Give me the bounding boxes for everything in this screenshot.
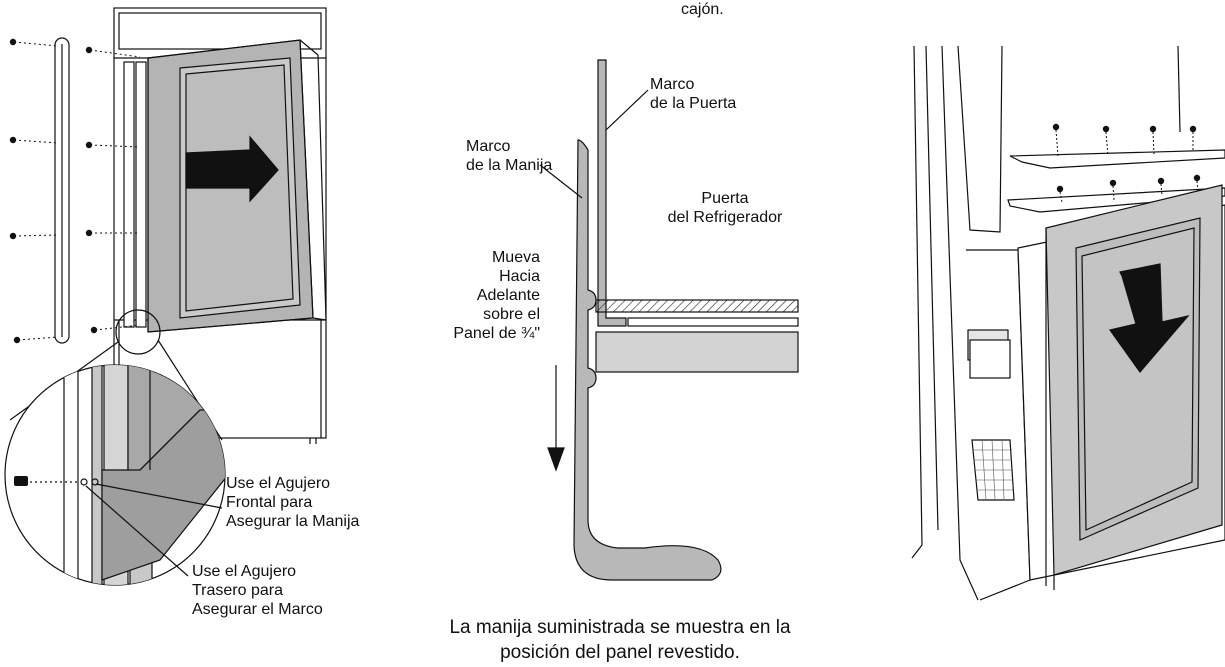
lower-panel-section [595, 331, 799, 373]
handle-bar [54, 37, 70, 344]
drawer-front [1017, 184, 1225, 590]
handle-frame-section [573, 139, 722, 581]
use-rear-hole-label: Use el Agujero Trasero para Asegurar el … [192, 563, 323, 618]
screw-lines [13, 41, 141, 341]
use-front-hole-label: Use el Agujero Frontal para Asegurar la … [226, 475, 360, 530]
door-frame-label: Marco de la Puerta [650, 76, 737, 112]
zoom-screw-icon [14, 476, 28, 486]
trim-strips [1007, 149, 1225, 213]
right-arrow-icon [185, 135, 279, 203]
detail-callout-circle [115, 309, 161, 355]
refrigerator-door-label: Puerta del Refrigerador [667, 190, 783, 226]
center-cross-section [539, 59, 799, 581]
left-illustration [4, 7, 327, 586]
down-arrow-icon [547, 447, 565, 472]
move-forward-label: Mueva Hacia Adelante sobre el Panel de ¾… [453, 249, 540, 342]
trim-screw-lines [1055, 129, 1199, 203]
screw-icons [9, 38, 98, 344]
top-fragment-text: cajón. [681, 1, 724, 18]
door-frame-section [597, 59, 627, 327]
handle-frame-label: Marco de la Manija [466, 138, 553, 174]
figure-caption: La manija suministrada se muestra en la … [449, 617, 791, 663]
right-illustration [911, 45, 1225, 601]
down-arrow-icon [1108, 263, 1190, 373]
door-panel-hatch [595, 299, 799, 313]
inner-frame-strips [123, 61, 147, 328]
